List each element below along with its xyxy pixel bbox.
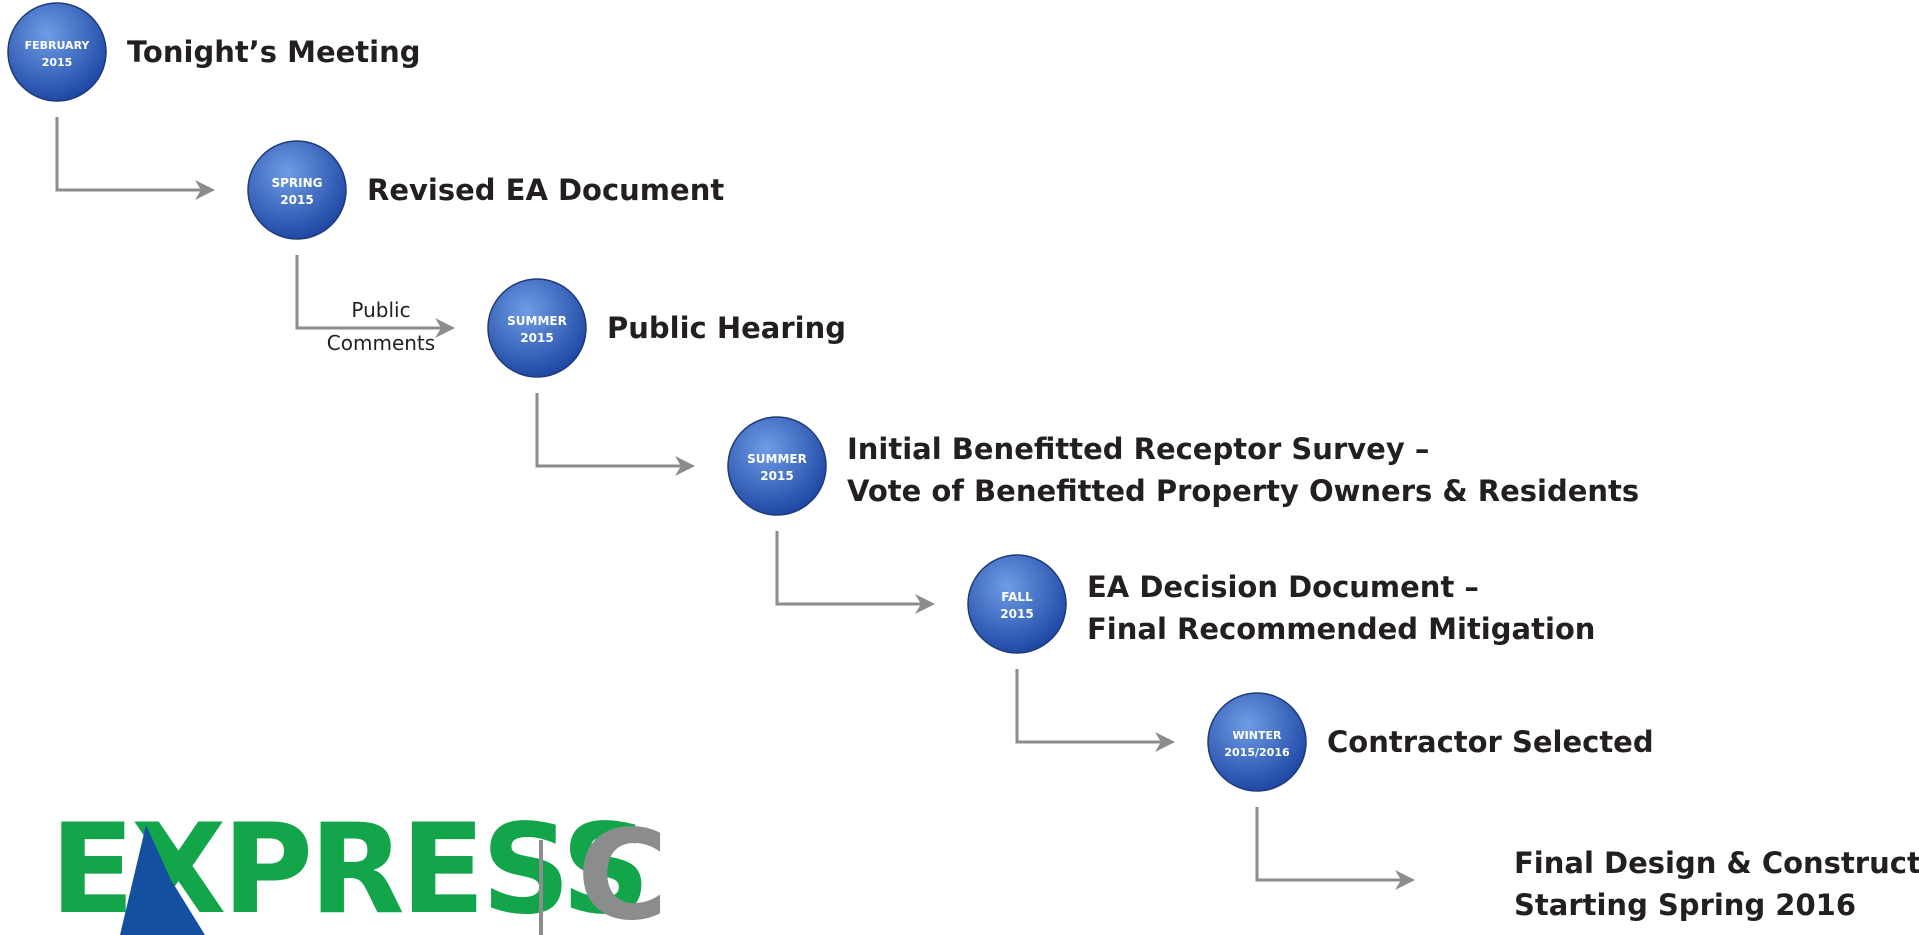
connector-line bbox=[1015, 669, 1161, 744]
step-label: Final Design & Construction bbox=[1514, 846, 1919, 880]
date-badge-text: FALL bbox=[1001, 590, 1033, 604]
date-badge-text: 2015/2016 bbox=[1224, 746, 1290, 759]
date-badge-text: SPRING bbox=[271, 176, 322, 190]
timeline-step: FEBRUARY 2015 Tonight’s Meeting bbox=[7, 2, 420, 102]
date-badge-text: WINTER bbox=[1233, 729, 1282, 742]
step-label: Final Recommended Mitigation bbox=[1087, 612, 1595, 646]
step-label: Contractor Selected bbox=[1327, 725, 1654, 759]
connector-layer bbox=[55, 117, 1415, 890]
step-label: Starting Spring 2016 bbox=[1514, 888, 1856, 922]
step-label: Public Hearing bbox=[607, 311, 846, 345]
date-badge bbox=[1207, 692, 1307, 792]
date-badge-text: 2015 bbox=[1000, 607, 1033, 621]
date-badge bbox=[727, 416, 827, 516]
connector-line bbox=[295, 255, 441, 330]
timeline-step: SUMMER 2015 Initial Benefitted Receptor Su… bbox=[727, 416, 1639, 516]
date-badge bbox=[7, 2, 107, 102]
connector-arrowhead bbox=[435, 318, 455, 338]
timeline-step: Final Design & ConstructionStarting Spri… bbox=[1514, 846, 1919, 922]
step-label: EA Decision Document – bbox=[1087, 570, 1479, 604]
timeline-step: WINTER 2015/2016 Contractor Selected bbox=[1207, 692, 1654, 792]
logo-secondary-mark: C bbox=[577, 804, 664, 935]
timeline-step: FALL 2015 EA Decision Document – Final Reco… bbox=[967, 554, 1595, 654]
date-badge bbox=[247, 140, 347, 240]
step-label: Initial Benefitted Receptor Survey – bbox=[847, 432, 1429, 466]
date-badge-text: 2015 bbox=[42, 56, 73, 69]
connector-line bbox=[775, 531, 921, 606]
date-badge-text: SUMMER bbox=[507, 314, 567, 328]
date-badge-text: 2015 bbox=[760, 469, 793, 483]
date-badge-text: FEBRUARY bbox=[25, 39, 91, 52]
express-lanes-logo: EXPRESS C bbox=[50, 798, 668, 935]
connector-arrowhead bbox=[915, 594, 935, 614]
connector-arrowhead bbox=[1155, 732, 1175, 752]
connector-line bbox=[55, 117, 201, 192]
step-label: Vote of Benefitted Property Owners & Res… bbox=[847, 474, 1639, 508]
connector-arrowhead bbox=[1395, 870, 1415, 890]
connector-line bbox=[535, 393, 681, 468]
date-badge-text: SUMMER bbox=[747, 452, 807, 466]
step-label: Tonight’s Meeting bbox=[127, 35, 420, 69]
date-badge-text: 2015 bbox=[280, 193, 313, 207]
timeline-step: SUMMER 2015 Public Hearing bbox=[487, 278, 846, 378]
connector-note: Public bbox=[351, 298, 410, 322]
date-badge-text: 2015 bbox=[520, 331, 553, 345]
connector-arrowhead bbox=[675, 456, 695, 476]
logo-arrow-mark bbox=[120, 825, 205, 935]
timeline-step: SPRING 2015 Revised EA Document bbox=[247, 140, 724, 240]
step-label: Revised EA Document bbox=[367, 173, 724, 207]
date-badge bbox=[967, 554, 1067, 654]
connector-line bbox=[1255, 807, 1401, 882]
connector-note: Comments bbox=[327, 331, 435, 355]
connector-arrowhead bbox=[195, 180, 215, 200]
logo-divider bbox=[539, 840, 543, 935]
date-badge bbox=[487, 278, 587, 378]
